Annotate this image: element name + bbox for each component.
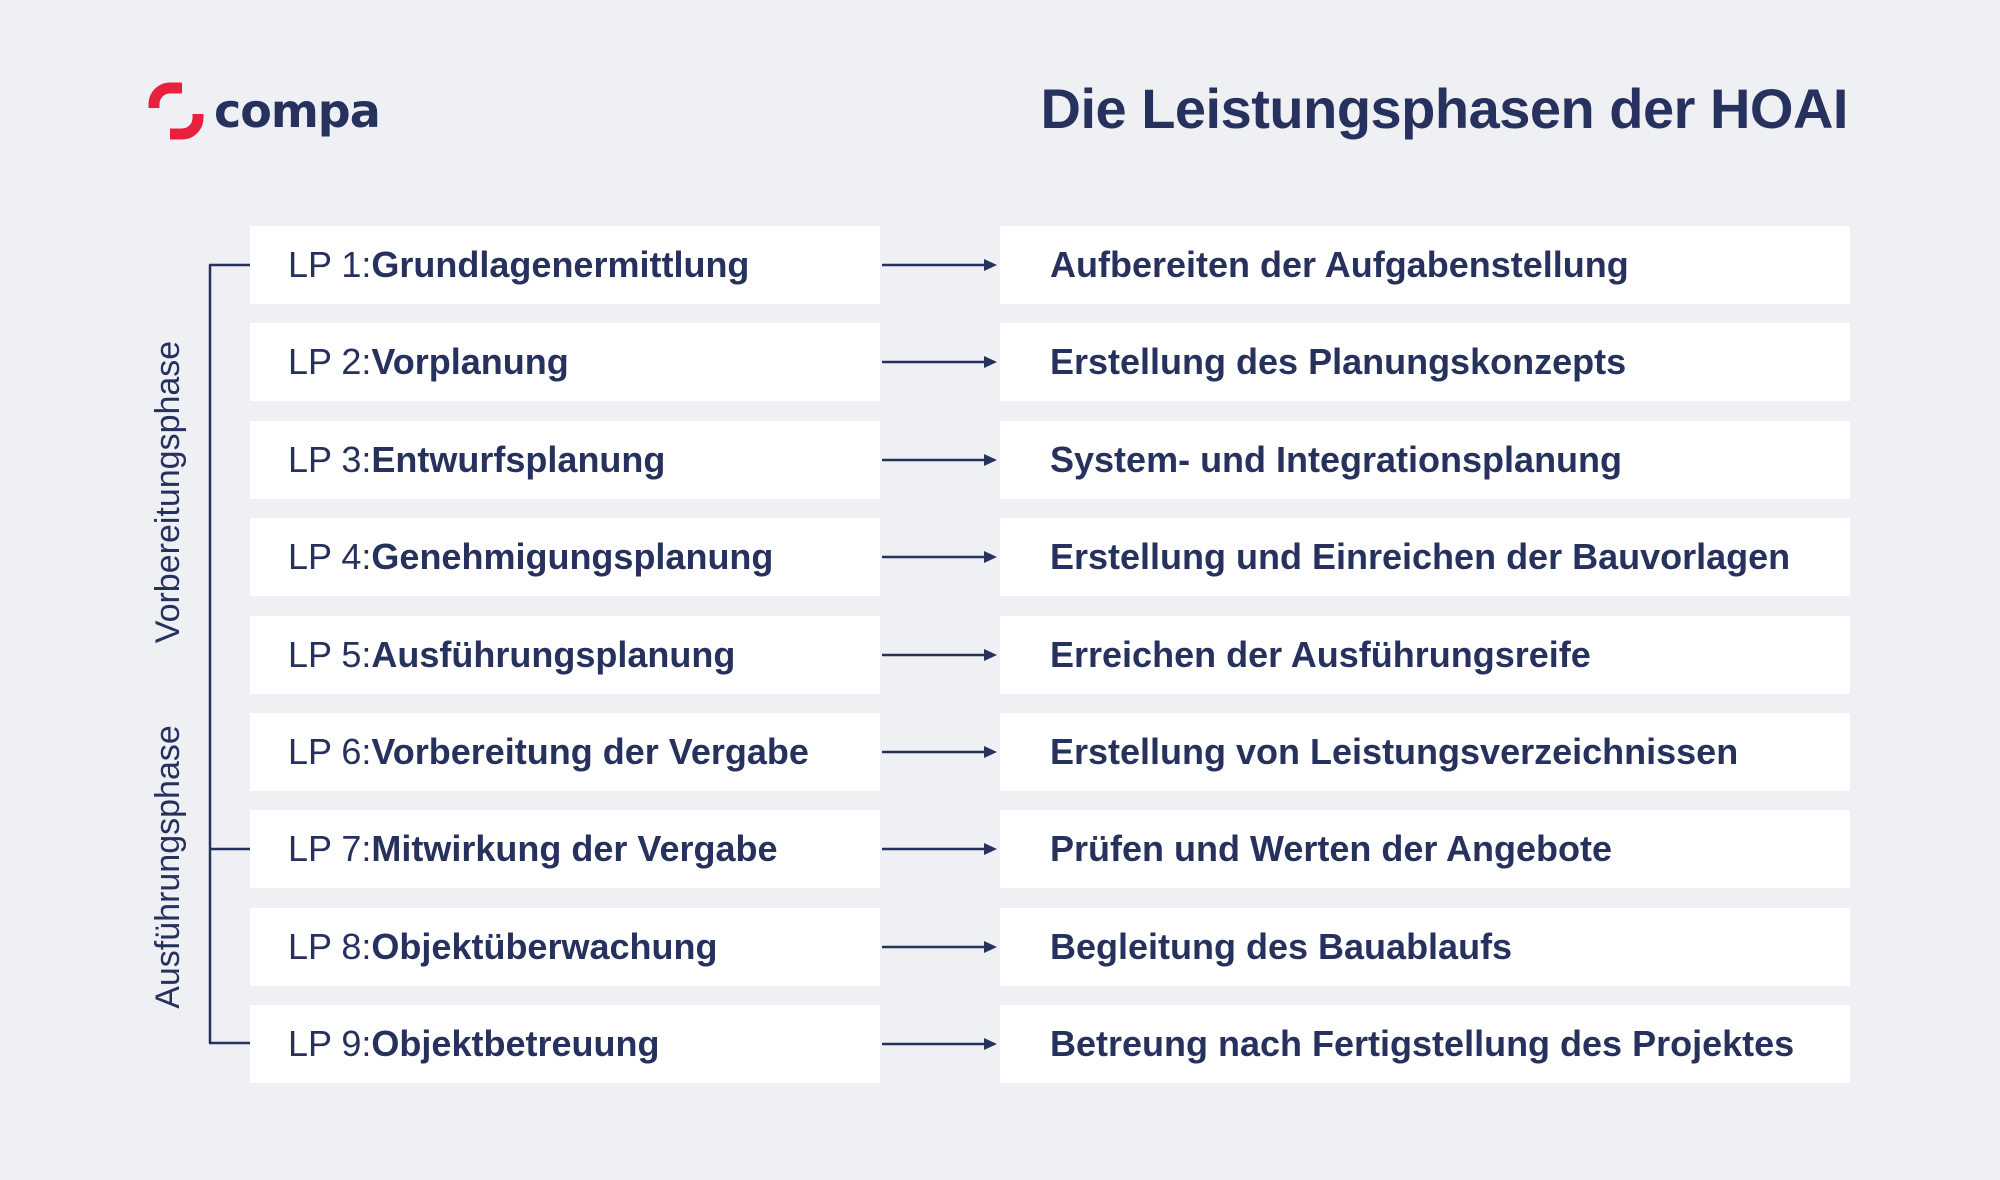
lp-box: LP 7: Mitwirkung der Vergabe [250,810,880,889]
lp-description-box: Erstellung und Einreichen der Bauvorlage… [1000,518,1850,597]
lp-box: LP 9: Objektbetreuung [250,1005,880,1084]
lp-number: LP 5: [288,633,372,675]
lp-box: LP 1: Grundlagenermittlung [250,226,880,304]
lp-name: Objektbetreuung [371,1023,660,1065]
phase-row: LP 3: Entwurfsplanung System- und Integra… [0,420,2000,499]
logo: compa [148,82,381,140]
lp-name: Vorplanung [371,341,569,383]
lp-name: Objektüberwachung [371,925,718,967]
phase-row: LP 8: Objektüberwachung Begleitung des Ba… [0,907,2000,986]
logo-text: compa [214,84,381,138]
lp-number: LP 1: [288,244,372,285]
lp-description-box: Erreichen der Ausführungsreife [1000,615,1850,694]
phase-row: LP 5: Ausführungsplanung Erreichen der Au… [0,615,2000,694]
lp-box: LP 8: Objektüberwachung [250,907,880,986]
lp-description-box: System- und Integrationsplanung [1000,420,1850,499]
lp-name: Mitwirkung der Vergabe [371,828,778,870]
lp-description: Begleitung des Bauablaufs [1050,925,1513,967]
lp-description: Prüfen und Werten der Angebote [1050,828,1613,870]
lp-description-box: Erstellung von Leistungsverzeichnissen [1000,713,1850,791]
arrow-right-icon [882,259,997,271]
phase-row: LP 2: Vorplanung Erstellung des Planungsk… [0,323,2000,402]
lp-number: LP 8: [288,925,372,967]
lp-box: LP 6: Vorbereitung der Vergabe [250,713,880,791]
arrow-right-icon [882,1038,997,1051]
arrow-right-icon [882,843,997,856]
phase-row: LP 6: Vorbereitung der Vergabe Erstellung… [0,713,2000,791]
lp-name: Genehmigungsplanung [371,536,774,578]
lp-number: LP 3: [288,438,372,480]
lp-number: LP 6: [288,731,372,772]
lp-description-box: Erstellung des Planungskonzepts [1000,323,1850,402]
lp-number: LP 4: [288,536,372,578]
lp-name: Entwurfsplanung [371,438,666,480]
arrow-right-icon [882,551,997,564]
lp-number: LP 2: [288,341,372,383]
lp-box: LP 5: Ausführungsplanung [250,615,880,694]
lp-name: Ausführungsplanung [371,633,736,675]
arrow-right-icon [882,940,997,953]
lp-description: Erstellung von Leistungsverzeichnissen [1050,731,1739,772]
lp-description: Aufbereiten der Aufgabenstellung [1050,244,1629,285]
phase-row: LP 4: Genehmigungsplanung Erstellung und … [0,518,2000,597]
compa-logo-icon [148,82,204,140]
lp-description-box: Begleitung des Bauablaufs [1000,907,1850,986]
arrow-right-icon [882,453,997,466]
phase-row: LP 1: Grundlagenermittlung Aufbereiten de… [0,226,2000,304]
arrow-right-icon [882,648,997,661]
lp-number: LP 9: [288,1023,372,1065]
lp-box: LP 4: Genehmigungsplanung [250,518,880,597]
lp-box: LP 2: Vorplanung [250,323,880,402]
lp-name: Grundlagenermittlung [371,244,750,285]
lp-description: Erstellung des Planungskonzepts [1050,341,1627,383]
lp-description-box: Betreung nach Fertigstellung des Projekt… [1000,1005,1850,1084]
lp-description-box: Aufbereiten der Aufgabenstellung [1000,226,1850,304]
lp-name: Vorbereitung der Vergabe [371,731,809,772]
arrow-right-icon [882,356,997,369]
lp-box: LP 3: Entwurfsplanung [250,420,880,499]
phase-row: LP 7: Mitwirkung der Vergabe Prüfen und W… [0,810,2000,889]
lp-description: Erreichen der Ausführungsreife [1050,633,1591,675]
lp-description: Betreung nach Fertigstellung des Projekt… [1050,1023,1795,1065]
phase-row: LP 9: Objektbetreuung Betreung nach Ferti… [0,1005,2000,1084]
page-title: Die Leistungsphasen der HOAI [1040,77,1849,140]
lp-description: Erstellung und Einreichen der Bauvorlage… [1050,536,1791,578]
lp-description: System- und Integrationsplanung [1050,438,1623,480]
lp-number: LP 7: [288,828,372,870]
arrow-right-icon [882,746,997,758]
lp-description-box: Prüfen und Werten der Angebote [1000,810,1850,889]
